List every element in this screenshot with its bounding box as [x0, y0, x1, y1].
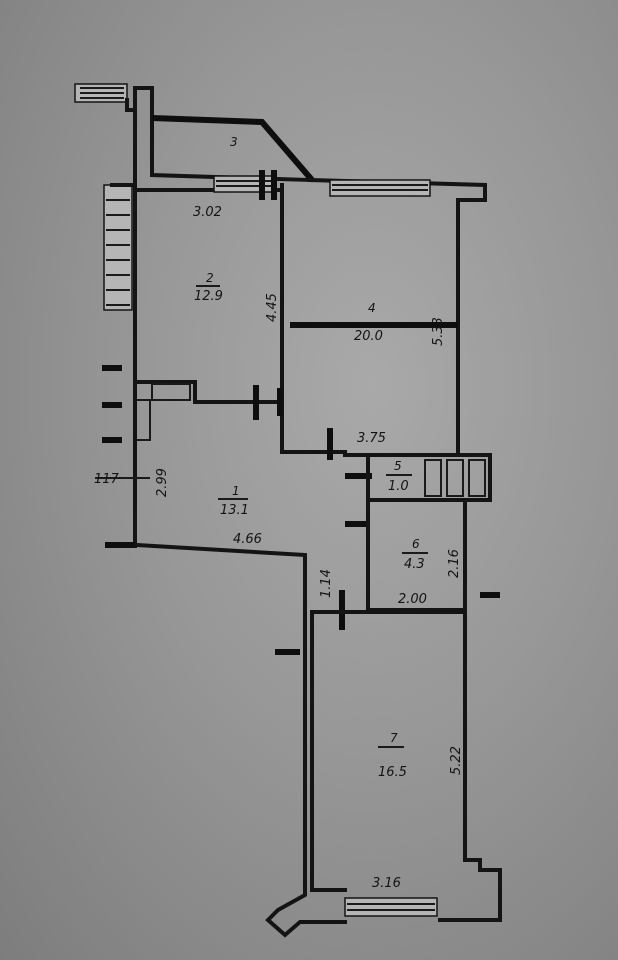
room-4	[280, 177, 487, 454]
dim-2-00: 2.00	[398, 592, 427, 607]
dim-3-75: 3.75	[357, 431, 386, 446]
dim-1-14: 1.14	[319, 569, 334, 598]
room-2-area: 12.9	[194, 289, 223, 304]
room-5-and-6	[343, 453, 500, 612]
room-4-area: 20.0	[354, 329, 383, 344]
dim-2-99: 2.99	[155, 468, 170, 497]
window-room-4	[329, 179, 431, 197]
partition-room-1-2	[135, 380, 283, 441]
room-4-number: 4	[368, 301, 376, 315]
room-7	[265, 610, 502, 938]
dim-3-16: 3.16	[372, 876, 401, 891]
room-1	[134, 428, 372, 882]
window-room-7	[344, 897, 438, 917]
dim-4-66: 4.66	[233, 532, 262, 547]
dim-3-02: 3.02	[193, 205, 222, 220]
room-7-area: 16.5	[378, 765, 407, 780]
dim-117: 117	[94, 472, 120, 487]
room-5-number: 5	[394, 459, 402, 473]
room-6-number: 6	[412, 537, 420, 551]
window-room-2	[213, 175, 277, 193]
west-window-block	[103, 184, 133, 311]
room-2	[135, 170, 282, 200]
room-7-number: 7	[390, 731, 398, 745]
room-5-area: 1.0	[388, 479, 409, 494]
room-1-number: 1	[232, 484, 240, 498]
room-2-number: 2	[206, 271, 214, 285]
room-3-number: 3	[230, 135, 238, 149]
balcony-room-3	[74, 83, 315, 183]
dim-5-22: 5.22	[449, 746, 464, 775]
dim-5-33: 5.33	[431, 317, 446, 346]
room-6-area: 4.3	[404, 557, 425, 572]
west-wall	[95, 108, 150, 548]
dim-4-45: 4.45	[265, 293, 280, 322]
dim-2-16: 2.16	[447, 549, 462, 578]
room-1-area: 13.1	[220, 503, 249, 518]
